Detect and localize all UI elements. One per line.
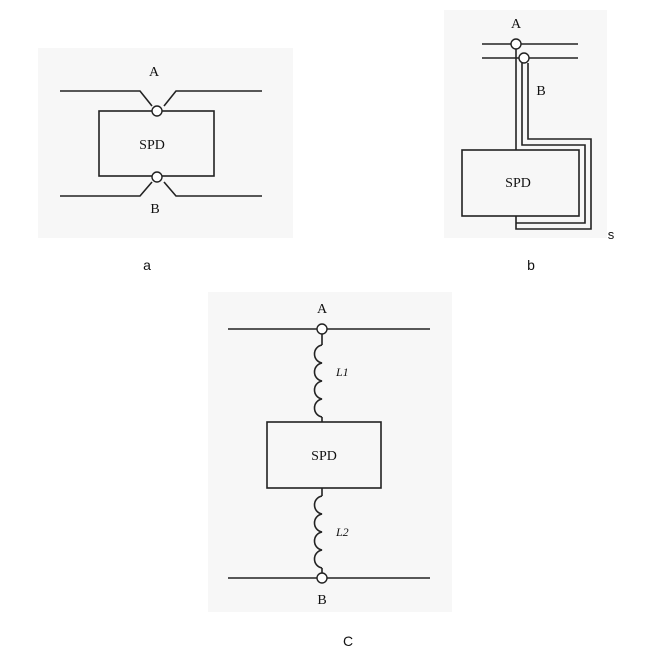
diagram-c: A L1 SPD L2 B C <box>228 302 430 649</box>
diagram-c-inductor-2-label: L2 <box>335 525 349 539</box>
diagram-a-terminal-b <box>151 171 163 183</box>
diagram-a-top-line <box>60 90 262 107</box>
diagram-c-terminal-a <box>316 323 328 335</box>
diagram-b-spd-box <box>461 149 580 217</box>
diagram-b: A B SPD s b <box>461 17 615 273</box>
diagram-a-label-a: A <box>149 65 160 80</box>
diagram-a: A SPD B a <box>60 65 262 273</box>
panel-c-background <box>208 292 452 612</box>
diagram-b-lead-b-outer <box>516 63 586 224</box>
diagram-b-side-mark: s <box>608 227 615 242</box>
diagram-c-inductor-1-label: L1 <box>335 365 349 379</box>
diagram-a-label-b: B <box>150 202 159 217</box>
diagram-c-caption: C <box>343 633 353 649</box>
diagram-a-caption: a <box>143 257 151 273</box>
diagram-b-terminal-a <box>510 38 522 50</box>
diagram-b-label-b: B <box>536 84 545 99</box>
diagram-c-terminal-b <box>316 572 328 584</box>
diagram-c-label-b: B <box>317 593 326 608</box>
diagram-b-label-a: A <box>511 17 522 32</box>
diagram-c-spd-box <box>266 421 382 489</box>
diagram-a-spd-label: SPD <box>139 138 165 153</box>
panel-a-background <box>38 48 293 238</box>
panel-b-background <box>444 10 607 238</box>
diagram-c-inductor-1 <box>313 344 323 418</box>
diagram-a-terminal-a <box>151 105 163 117</box>
diagram-b-lead-b-inner <box>515 63 592 230</box>
diagram-a-bottom-line <box>60 181 262 197</box>
diagram-c-label-a: A <box>317 302 328 317</box>
diagram-b-terminal-b <box>518 52 530 64</box>
diagram-b-spd-label: SPD <box>505 176 531 191</box>
diagram-c-spd-label: SPD <box>311 449 337 464</box>
diagram-c-inductor-2 <box>313 495 323 569</box>
diagram-b-caption: b <box>527 257 535 273</box>
